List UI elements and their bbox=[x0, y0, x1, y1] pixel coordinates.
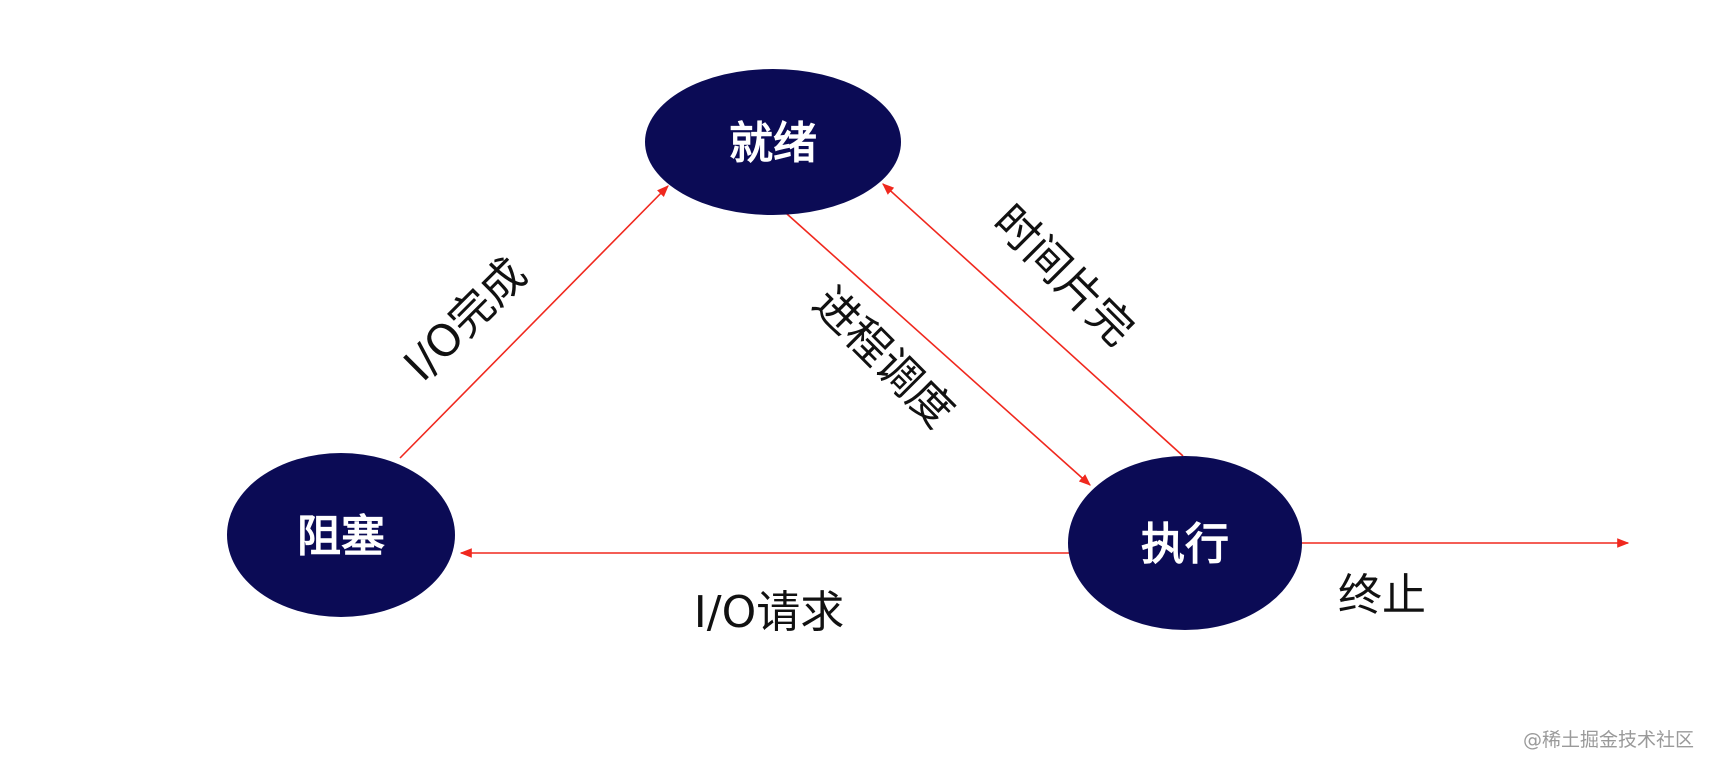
node-running: 执行 bbox=[1068, 456, 1302, 630]
edge-timeslice-done bbox=[882, 183, 1184, 457]
label-io-request: I/O请求 bbox=[694, 587, 844, 638]
node-ready-label: 就绪 bbox=[729, 118, 817, 169]
label-terminate: 终止 bbox=[1338, 570, 1426, 621]
label-io-complete: I/O完成 bbox=[395, 249, 537, 391]
label-timeslice-done: 时间片完 bbox=[983, 195, 1144, 356]
node-blocked: 阻塞 bbox=[227, 453, 455, 617]
node-ready: 就绪 bbox=[645, 69, 901, 215]
edge-process-schedule bbox=[786, 213, 1091, 486]
watermark: @稀土掘金技术社区 bbox=[1522, 729, 1694, 751]
node-blocked-label: 阻塞 bbox=[297, 511, 385, 562]
edge-io-complete bbox=[399, 185, 669, 459]
label-process-schedule: 进程调度 bbox=[803, 277, 964, 438]
node-running-label: 执行 bbox=[1141, 519, 1229, 570]
